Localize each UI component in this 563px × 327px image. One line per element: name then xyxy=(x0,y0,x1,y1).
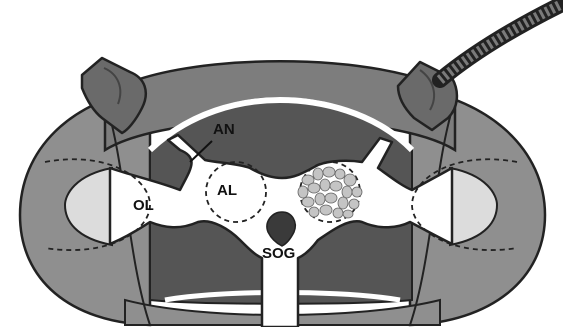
label-al: AL xyxy=(217,182,237,199)
label-an: AN xyxy=(213,121,235,138)
label-ol: OL xyxy=(133,197,154,214)
label-sog: SOG xyxy=(262,245,295,262)
